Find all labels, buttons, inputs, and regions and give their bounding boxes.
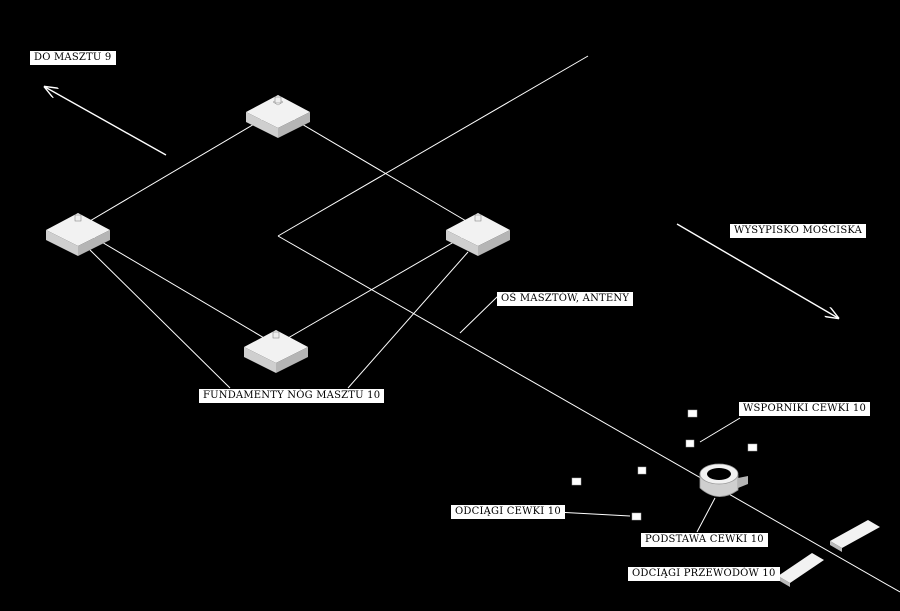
- mast-axis-line: [277, 55, 589, 237]
- guy-anchor-plate: [778, 553, 824, 587]
- label-foundations: FUNDAMENTY NÓG MASZTU 10: [199, 389, 385, 403]
- label-coil-guys: ODCIĄGI CEWKI 10: [451, 505, 565, 519]
- guy-anchor-plate: [830, 520, 880, 552]
- foundation-block: [246, 95, 310, 138]
- foundation-outline: [77, 109, 479, 346]
- foundation-block: [46, 213, 110, 256]
- foundation-block: [244, 330, 308, 373]
- label-coil-brackets: WSPORNIKI CEWKI 10: [739, 402, 871, 416]
- foundation-block: [446, 213, 510, 256]
- label-coil-base: PODSTAWA CEWKI 10: [641, 533, 768, 547]
- coil-base: [699, 463, 748, 497]
- label-wire-guys: ODCIĄGI PRZEWODÓW 10: [628, 567, 780, 581]
- label-mast-axis: OŚ MASZTÓW, ANTENY: [497, 292, 634, 306]
- coil-bracket-blocks: [571, 409, 758, 521]
- label-landfill: WYSYPISKO MOŚCISKA: [730, 224, 867, 238]
- arrow-to-landfill: [676, 223, 838, 318]
- arrow-to-mast-9: [45, 87, 167, 156]
- label-to-mast-9: DO MASZTU 9: [30, 51, 116, 65]
- mast-axis-line-long: [277, 235, 900, 593]
